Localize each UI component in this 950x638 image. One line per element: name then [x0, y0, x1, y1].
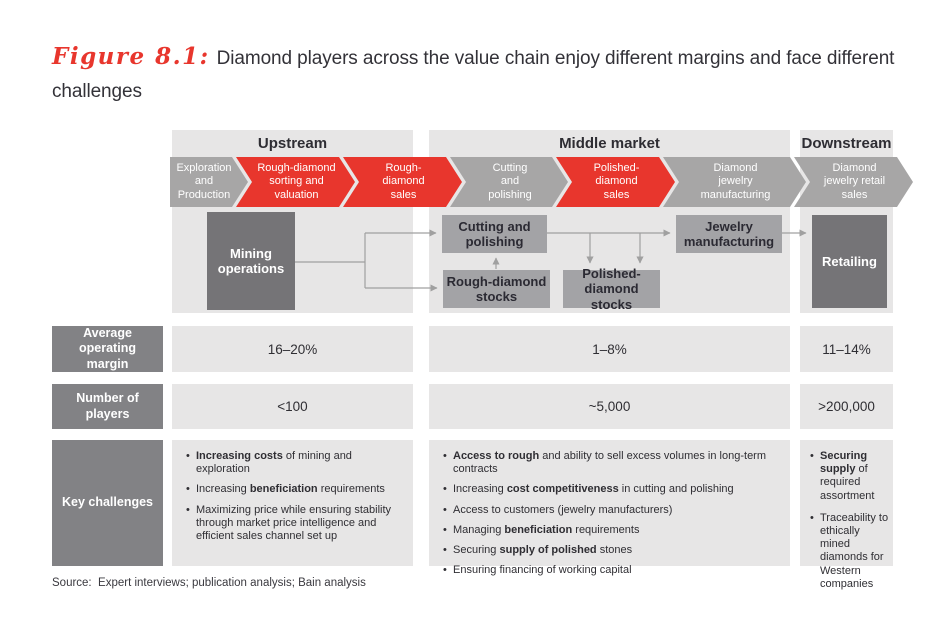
challenge-item: •Ensuring financing of working capital — [443, 564, 632, 577]
figure-number: Figure 8.1: — [52, 43, 210, 70]
flow-box-polished-diamond-stocks: Polished-diamond stocks — [563, 266, 660, 312]
challenges-middle: •Access to rough and ability to sell exc… — [429, 440, 790, 576]
challenge-item: •Increasing beneficiation requirements — [186, 483, 385, 496]
flow-box-retailing: Retailing — [812, 215, 887, 308]
players-value-middle: ~5,000 — [429, 384, 790, 429]
bullet-dot-icon: • — [810, 450, 814, 462]
figure-title-text: Diamond players across the value chain e… — [52, 48, 895, 102]
row-label-average-operating-margin: Average operating margin — [52, 326, 163, 372]
challenge-item: •Increasing cost competitiveness in cutt… — [443, 483, 734, 496]
margin-value-downstream: 11–14% — [800, 326, 893, 372]
players-value-upstream: <100 — [172, 384, 413, 429]
challenge-item: •Access to rough and ability to sell exc… — [443, 450, 767, 476]
bullet-dot-icon: • — [443, 543, 447, 556]
margin-value-middle: 1–8% — [429, 326, 790, 372]
bullet-dot-icon: • — [186, 503, 190, 516]
bullet-dot-icon: • — [443, 503, 447, 516]
challenge-item: •Access to customers (jewelry manufactur… — [443, 503, 673, 516]
bullet-dot-icon: • — [443, 450, 447, 462]
row-label-number-of-players: Number of players — [52, 384, 163, 429]
bullet-dot-icon: • — [186, 483, 190, 496]
challenge-list-upstream: •Increasing costs of mining and explorat… — [186, 450, 398, 550]
challenges-downstream: •Securing supply of required assortment•… — [800, 440, 893, 590]
bullet-dot-icon: • — [443, 523, 447, 536]
challenge-item: •Securing supply of polished stones — [443, 543, 633, 556]
bullet-dot-icon: • — [186, 450, 190, 462]
challenge-item: •Managing beneficiation requirements — [443, 523, 640, 536]
challenge-item: •Traceability to ethically mined diamond… — [810, 511, 889, 590]
figure-title: Figure 8.1:Diamond players across the va… — [52, 38, 897, 107]
challenges-upstream: •Increasing costs of mining and explorat… — [172, 440, 413, 566]
challenge-list-downstream: •Securing supply of required assortment•… — [810, 450, 889, 600]
challenge-item: •Increasing costs of mining and explorat… — [186, 450, 352, 476]
section-header-upstream: Upstream — [257, 135, 328, 152]
challenge-list-middle: •Access to rough and ability to sell exc… — [443, 450, 782, 584]
challenge-item: •Maximizing price while ensuring stabili… — [186, 503, 392, 542]
section-header-middle-market: Middle market — [559, 135, 660, 152]
row-label-key-challenges: Key challenges — [52, 440, 163, 566]
source-line: Source: Expert interviews; publication a… — [52, 577, 366, 589]
players-value-downstream: >200,000 — [800, 384, 893, 429]
bullet-dot-icon: • — [443, 483, 447, 496]
challenge-item: •Securing supply of required assortment — [810, 450, 875, 502]
margin-value-upstream: 16–20% — [172, 326, 413, 372]
bullet-dot-icon: • — [443, 564, 447, 577]
bullet-dot-icon: • — [810, 511, 814, 524]
section-header-downstream: Downstream — [801, 135, 892, 152]
